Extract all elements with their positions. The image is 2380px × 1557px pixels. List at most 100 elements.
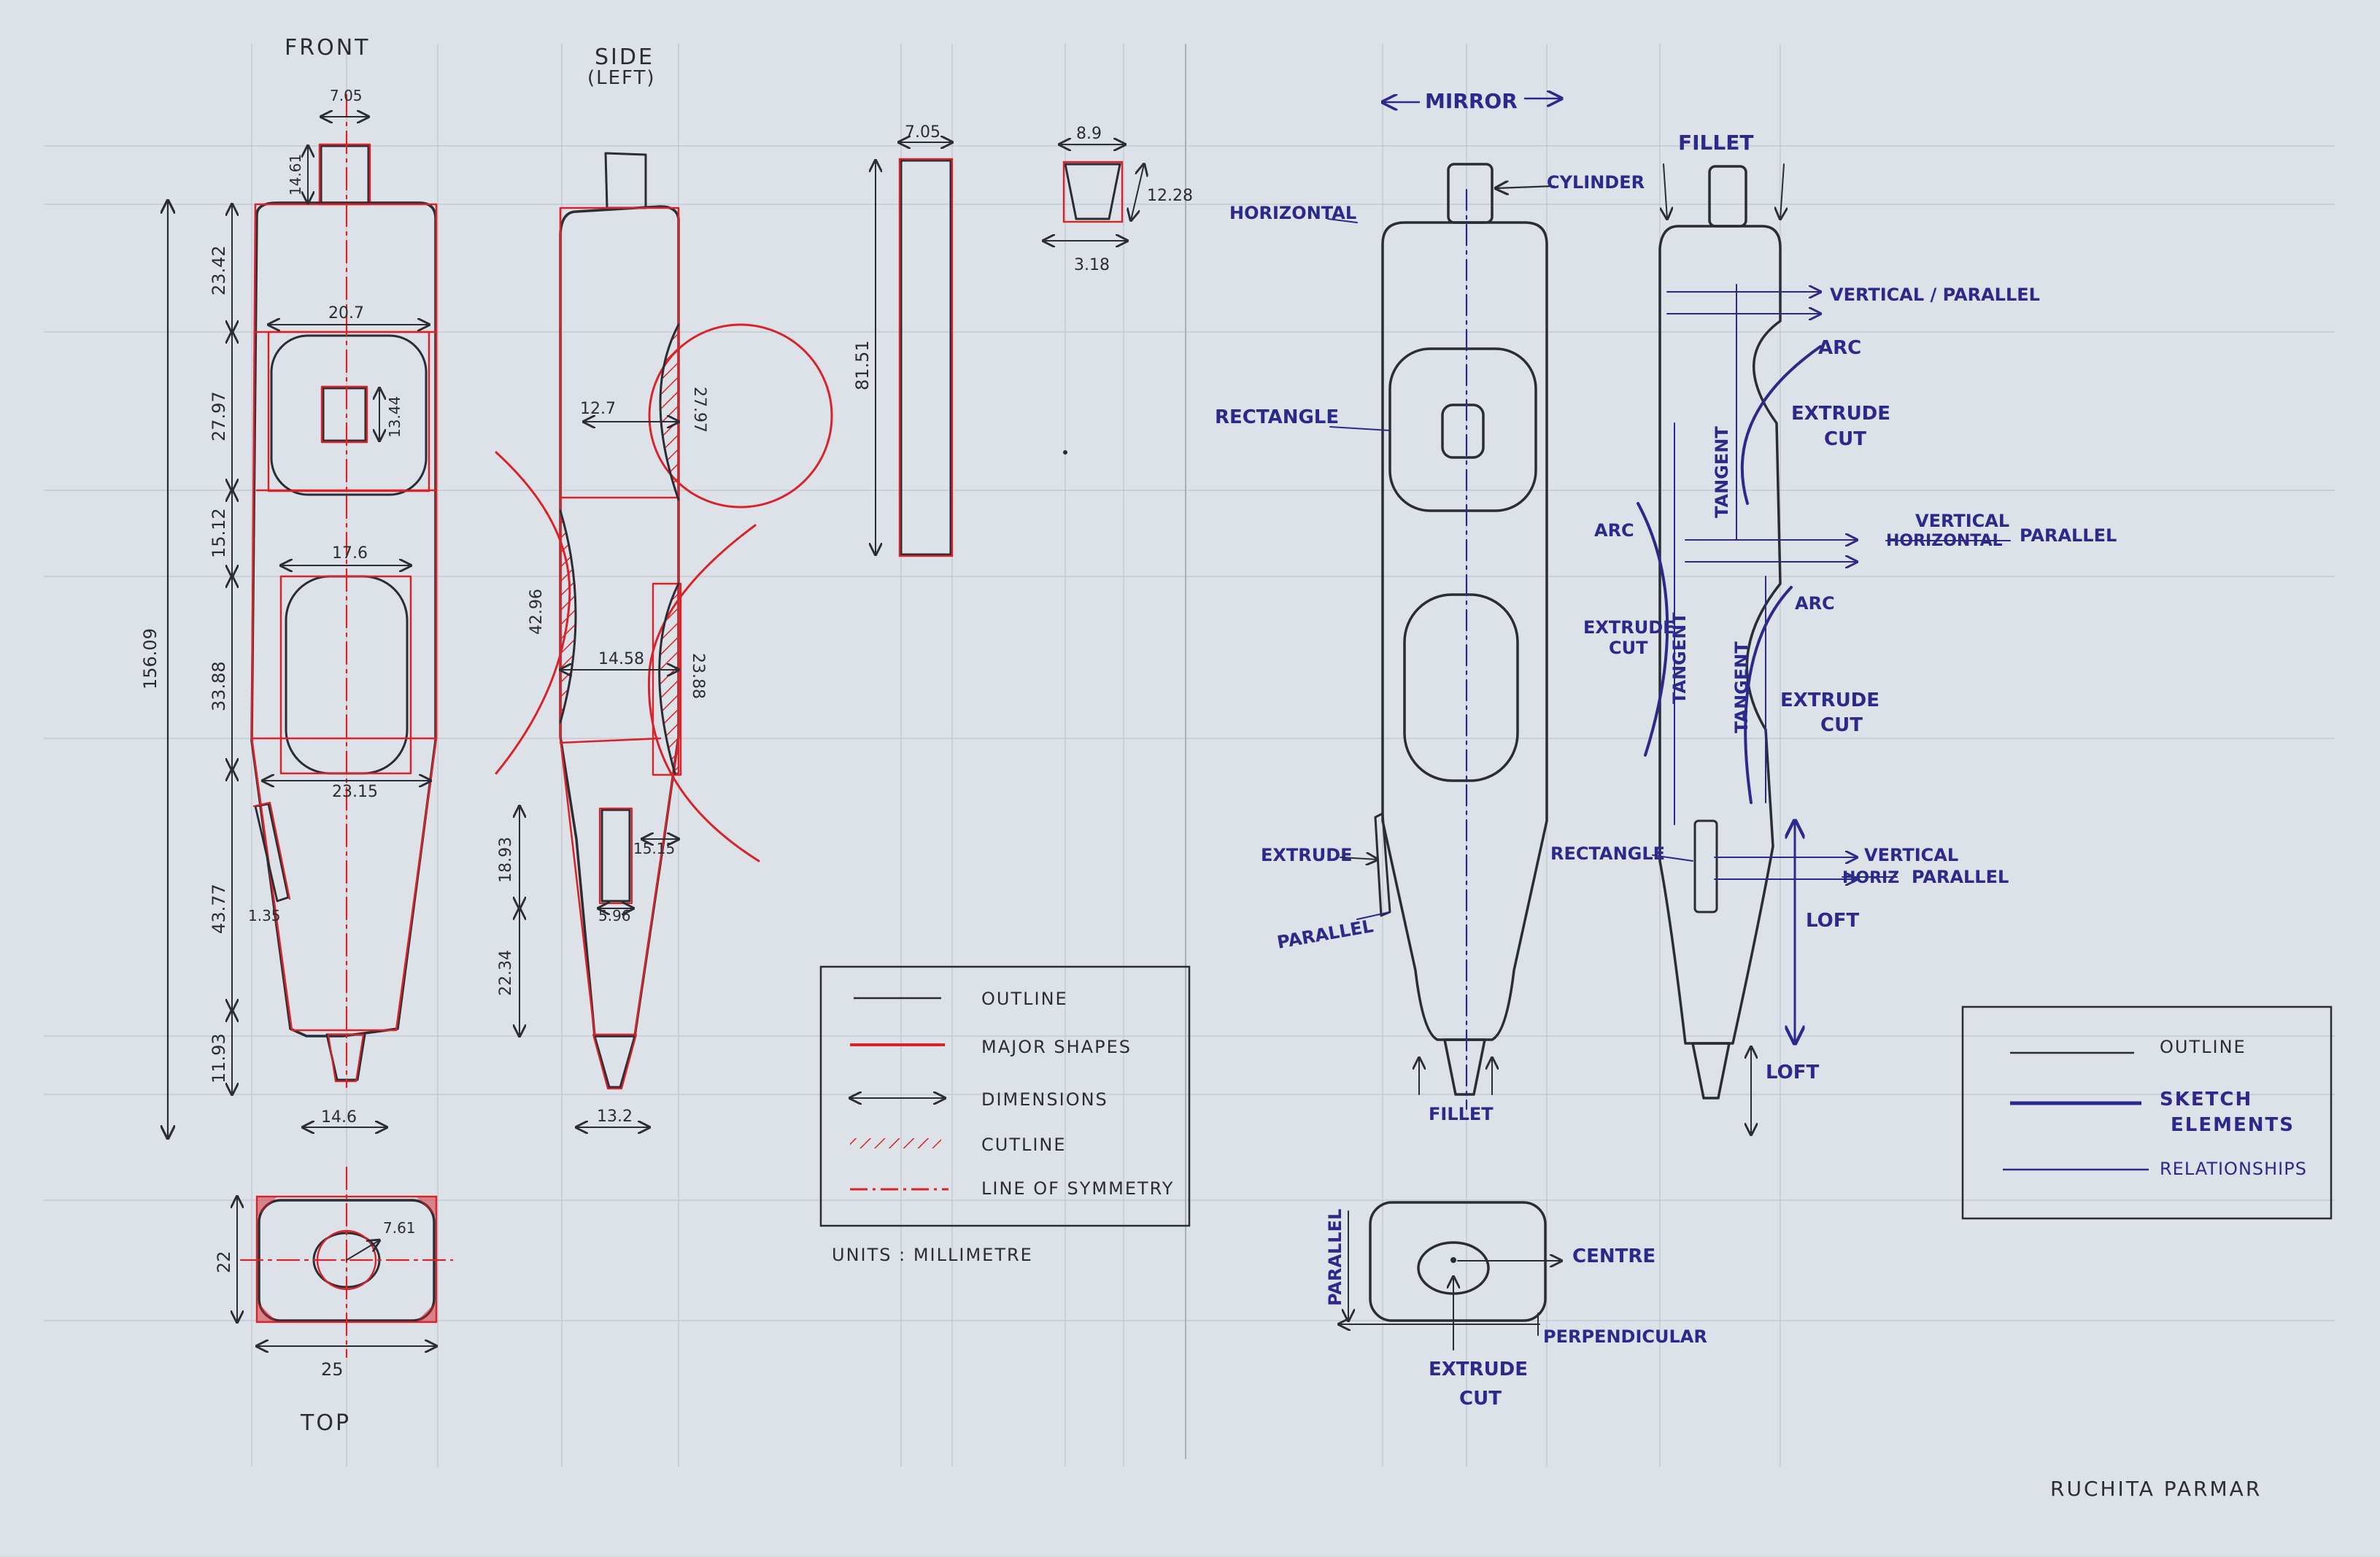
label-arc-1: ARC: [1818, 337, 1861, 359]
svg-text:7.05: 7.05: [905, 123, 940, 142]
label-parallel-2: PARALLEL: [2020, 525, 2117, 546]
side-view: SIDE (LEFT) 12.7 27.97 42.96 14.58 23.88…: [495, 45, 833, 1127]
svg-text:15.12: 15.12: [209, 508, 229, 558]
svg-text:7.61: 7.61: [383, 1219, 416, 1237]
label-extrude-cut-4a: EXTRUDE: [1429, 1359, 1528, 1380]
side-tip: [593, 1035, 636, 1089]
label-extrude-cut-1a: EXTRUDE: [1791, 403, 1890, 425]
svg-text:DIMENSIONS: DIMENSIONS: [981, 1089, 1108, 1110]
label-horiz-struck: HORIZ: [1842, 869, 1899, 887]
sketch-top-view: CENTRE EXTRUDE CUT PARALLEL PERPENDICULA…: [1325, 1201, 1707, 1410]
svg-text:13.44: 13.44: [386, 396, 403, 438]
label-fillet-bottom: FILLET: [1429, 1104, 1494, 1124]
sketch-side-outline: [1658, 225, 1782, 1045]
svg-text:3.18: 3.18: [1074, 256, 1110, 274]
label-parallel-3: PARALLEL: [1912, 867, 2009, 887]
label-perpendicular: PERPENDICULAR: [1543, 1326, 1707, 1347]
units-note: UNITS : MILLIMETRE: [832, 1245, 1033, 1265]
svg-text:17.6: 17.6: [332, 544, 368, 563]
cap-detail: 8.9 12.28 3.18: [1043, 125, 1193, 455]
svg-text:23.88: 23.88: [689, 653, 707, 699]
top-view: 7.61 22 25 TOP: [214, 1166, 454, 1436]
legend-sketch-box: [1961, 1005, 2333, 1220]
label-arc-3: ARC: [1795, 593, 1835, 614]
svg-text:23.42: 23.42: [209, 245, 229, 295]
svg-text:12.7: 12.7: [580, 400, 616, 418]
svg-text:5.96: 5.96: [598, 907, 631, 924]
author-signature: RUCHITA PARMAR: [2050, 1477, 2262, 1501]
label-loft-1: LOFT: [1806, 910, 1860, 932]
label-rectangle-2: RECTANGLE: [1550, 843, 1665, 864]
front-view-title: FRONT: [285, 35, 370, 61]
label-extrude-cut-3b: CUT: [1820, 714, 1863, 736]
svg-text:12.28: 12.28: [1147, 187, 1193, 205]
label-extrude-cut-2a: EXTRUDE: [1583, 617, 1675, 638]
sketch-arc-1: [1740, 345, 1822, 505]
front-upper-window: [270, 334, 428, 496]
sketch-tip: [1443, 1038, 1486, 1096]
svg-text:MAJOR SHAPES: MAJOR SHAPES: [981, 1037, 1132, 1057]
svg-text:81.51: 81.51: [852, 340, 873, 390]
svg-text:SKETCH: SKETCH: [2160, 1089, 2252, 1110]
svg-text:7.05: 7.05: [330, 87, 363, 104]
side-view-title: SIDE: [595, 45, 654, 70]
svg-text:156.09: 156.09: [140, 628, 161, 689]
svg-text:14.6: 14.6: [321, 1108, 357, 1127]
label-vertical-2: VERTICAL: [1915, 511, 2009, 531]
label-loft-2: LOFT: [1766, 1062, 1820, 1083]
label-tangent-3: TANGENT: [1731, 641, 1752, 733]
label-extrude-cut-2b: CUT: [1609, 638, 1648, 658]
svg-text:22: 22: [214, 1251, 234, 1273]
front-button-square: [322, 387, 367, 442]
svg-text:LINE OF SYMMETRY: LINE OF SYMMETRY: [981, 1178, 1174, 1199]
label-fillet-top: FILLET: [1678, 131, 1753, 155]
sketch-arc-3: [1744, 586, 1793, 804]
svg-text:OUTLINE: OUTLINE: [2160, 1037, 2246, 1057]
label-centre: CENTRE: [1572, 1245, 1655, 1267]
clip-detail: 7.05 81.51: [852, 123, 952, 557]
label-vertical-parallel-1: VERTICAL / PARALLEL: [1830, 285, 2040, 305]
svg-text:20.7: 20.7: [328, 304, 364, 322]
sketch-arc-2: [1637, 502, 1669, 757]
svg-text:27.97: 27.97: [209, 391, 229, 441]
label-extrude-cut-1b: CUT: [1824, 428, 1866, 450]
svg-text:23.15: 23.15: [332, 783, 378, 801]
svg-text:1.35: 1.35: [248, 907, 281, 924]
cap-trapezoid: [1064, 163, 1121, 220]
sketch-body-outline: [1381, 221, 1548, 1041]
legend-sketch: OUTLINE SKETCH ELEMENTS RELATIONSHIPS: [1961, 1005, 2333, 1220]
label-parallel-5: PARALLEL: [1325, 1209, 1345, 1306]
legend-drafting: OUTLINE MAJOR SHAPES DIMENSIONS CUTLINE …: [819, 965, 1191, 1265]
svg-text:14.58: 14.58: [598, 650, 644, 668]
svg-text:42.96: 42.96: [528, 589, 546, 635]
label-cylinder: CYLINDER: [1547, 172, 1645, 193]
svg-text:25: 25: [321, 1359, 344, 1380]
top-view-title: TOP: [300, 1410, 351, 1436]
front-clip: [254, 803, 290, 903]
svg-text:8.9: 8.9: [1076, 125, 1102, 143]
svg-text:22.34: 22.34: [497, 950, 515, 996]
sketch-button: [1441, 403, 1485, 459]
sketch-side-tip: [1691, 1042, 1731, 1100]
sketch-side-view: FILLET VERTICAL / PARALLEL ARC TANGENT E…: [1550, 131, 2117, 1135]
label-mirror: MIRROR: [1425, 89, 1518, 113]
svg-text:OUTLINE: OUTLINE: [981, 989, 1068, 1009]
clip-bar: [900, 159, 952, 556]
label-extrude-cut-4b: CUT: [1459, 1388, 1502, 1410]
sketch-side-slot: [1693, 819, 1718, 913]
legend-drafting-box: [819, 965, 1191, 1227]
sketch-lower-window: [1403, 593, 1519, 782]
label-arc-2: ARC: [1594, 520, 1634, 541]
svg-text:ELEMENTS: ELEMENTS: [2171, 1114, 2295, 1136]
front-view: FRONT 7.05 14.61 156.09 23.42: [140, 35, 438, 1138]
svg-text:14.61: 14.61: [287, 154, 304, 196]
label-vertical-3: VERTICAL: [1864, 845, 1958, 865]
svg-text:33.88: 33.88: [209, 661, 229, 711]
label-extrude: EXTRUDE: [1261, 845, 1353, 865]
svg-text:11.93: 11.93: [209, 1033, 229, 1083]
svg-text:18.93: 18.93: [497, 837, 515, 883]
side-view-subtitle: (LEFT): [587, 67, 656, 89]
svg-text:43.77: 43.77: [209, 884, 229, 934]
